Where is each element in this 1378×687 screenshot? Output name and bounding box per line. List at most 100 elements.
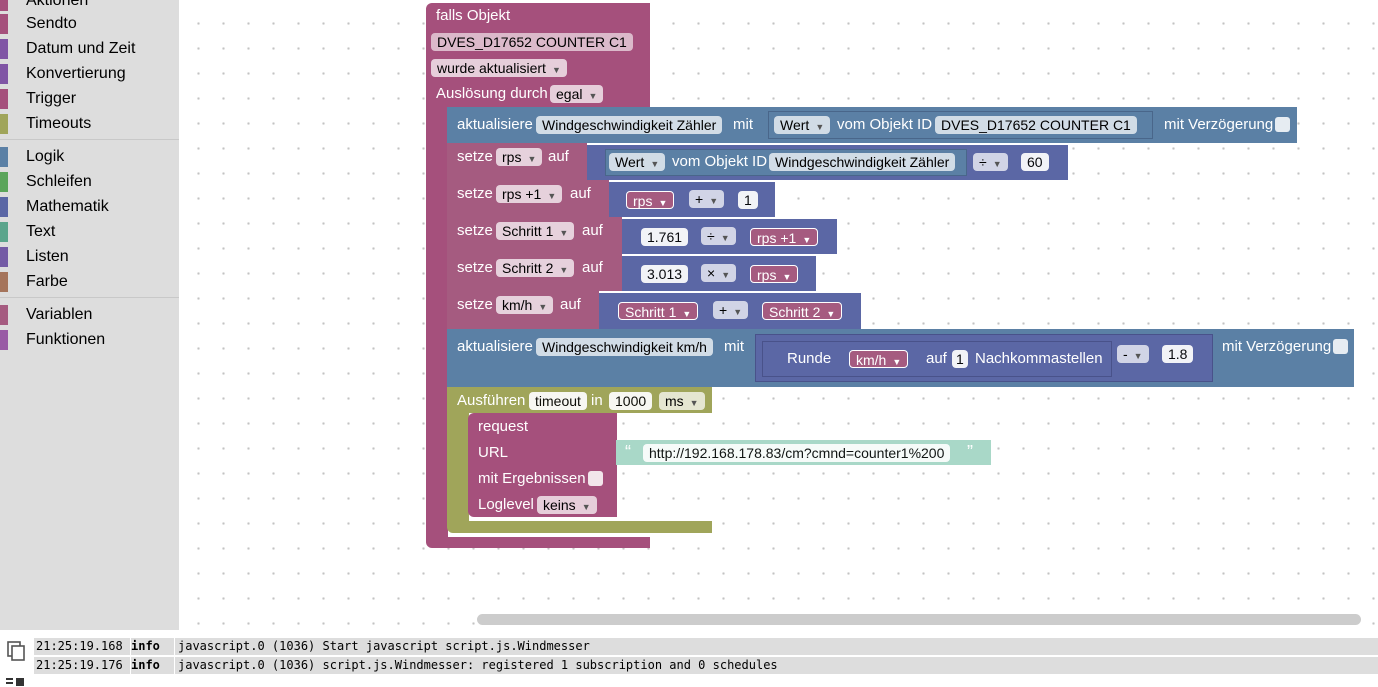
toolbox-category-schleifen[interactable]: Schleifen [0, 171, 179, 193]
var-rps[interactable]: rps▼ [626, 191, 675, 209]
toolbox-category-farbe[interactable]: Farbe [0, 271, 179, 293]
category-label: Konvertierung [26, 65, 126, 82]
dropdown-text: × [707, 265, 716, 281]
digits-field[interactable]: 1 [952, 350, 968, 368]
category-label: Funktionen [26, 331, 106, 348]
toolbox-category-funktionen[interactable]: Funktionen [0, 329, 179, 351]
trigger-block-bottom [426, 537, 650, 548]
dropdown-text: DVES_D17652 COUNTER C1 [941, 117, 1131, 133]
var-dropdown-rps1[interactable]: rps +1▼ [496, 185, 563, 203]
request-title: request [478, 418, 529, 435]
dropdown-text: Schritt 1 [502, 223, 554, 239]
toolbox-category-sendto[interactable]: Sendto [0, 13, 179, 35]
toolbox-category-trigger[interactable]: Trigger [0, 88, 179, 110]
category-color-bar [0, 330, 8, 350]
update-target-dropdown[interactable]: Windgeschwindigkeit Zähler [536, 116, 723, 134]
trigger-object-id[interactable]: DVES_D17652 COUNTER C1 [431, 33, 633, 51]
delay-checkbox[interactable] [1333, 339, 1348, 354]
var-schritt2[interactable]: Schritt 2▼ [762, 302, 843, 320]
var-dropdown-rps[interactable]: rps ▼ [496, 148, 543, 166]
category-label: Sendto [26, 15, 77, 32]
blockly-workspace[interactable]: falls Objekt DVES_D17652 COUNTER C1 wurd… [179, 0, 1378, 630]
source-object-id[interactable]: DVES_D17652 COUNTER C1 [935, 116, 1137, 134]
operator-dropdown[interactable]: +▼ [689, 190, 725, 208]
source-object-id[interactable]: Windgeschwindigkeit Zähler [769, 153, 956, 171]
math-round-block[interactable] [762, 341, 1112, 377]
category-label: Schleifen [26, 173, 92, 190]
update-target-dropdown[interactable]: Windgeschwindigkeit km/h [536, 338, 713, 356]
wert-dropdown[interactable]: Wert ▼ [609, 153, 666, 171]
toolbox-category-listen[interactable]: Listen [0, 246, 179, 268]
open-quote-icon: “ [625, 442, 631, 462]
chevron-down-icon: ▼ [547, 191, 557, 201]
wert-dropdown[interactable]: Wert▼ [774, 116, 831, 134]
ausloesung-dropdown[interactable]: egal▼ [550, 85, 604, 103]
operator-dropdown[interactable]: ÷▼ [973, 153, 1008, 171]
menu-icon[interactable] [6, 676, 28, 687]
chevron-down-icon: ▼ [527, 154, 537, 164]
number-field[interactable]: 1 [738, 191, 758, 209]
nachkomma-label: Nachkommastellen [975, 350, 1103, 367]
number-field[interactable]: 3.013 [641, 265, 689, 283]
number-field[interactable]: 1.761 [641, 228, 689, 246]
category-label: Mathematik [26, 198, 109, 215]
var-dropdown-schritt1[interactable]: Schritt 1▼ [496, 222, 575, 240]
timeout-name-field[interactable]: timeout [529, 392, 587, 410]
operator-dropdown[interactable]: ×▼ [701, 264, 737, 282]
category-color-bar [0, 197, 8, 217]
var-rps1[interactable]: rps +1▼ [750, 228, 819, 246]
toolbox-category-variablen[interactable]: Variablen [0, 304, 179, 326]
horizontal-scrollbar[interactable] [477, 614, 1361, 625]
setze-label: setze [457, 148, 493, 165]
timeout-value-field[interactable]: 1000 [609, 392, 653, 410]
log-row: 21:25:19.176 info javascript.0 (1036) sc… [34, 657, 1378, 674]
chevron-down-icon: ▼ [650, 159, 660, 169]
number-field[interactable]: 1.8 [1162, 345, 1194, 363]
runde-label: Runde [787, 350, 832, 367]
toolbox-category-datum[interactable]: Datum und Zeit [0, 38, 179, 60]
object-id-text: DVES_D17652 COUNTER C1 [437, 34, 627, 50]
dropdown-text: ms [665, 393, 684, 409]
number-field[interactable]: 60 [1021, 153, 1049, 171]
toolbox-category-aktionen[interactable]: Aktionen [0, 0, 179, 12]
dropdown-text: Wert [615, 154, 645, 170]
dropdown-text: rps [502, 149, 522, 165]
timeout-block-spine [447, 413, 469, 521]
toolbox-category-mathematik[interactable]: Mathematik [0, 196, 179, 218]
trigger-event-dropdown[interactable]: wurde aktualisiert▼ [431, 59, 567, 77]
chevron-down-icon: ▼ [682, 309, 692, 319]
var-rps[interactable]: rps▼ [750, 265, 799, 283]
delay-checkbox[interactable] [1275, 117, 1290, 132]
var-schritt1[interactable]: Schritt 1▼ [618, 302, 699, 320]
trigger-block[interactable] [426, 3, 650, 107]
category-label: Variablen [26, 306, 93, 323]
operator-dropdown[interactable]: +▼ [713, 301, 749, 319]
loglevel-dropdown[interactable]: keins▼ [537, 496, 597, 514]
chevron-down-icon: ▼ [689, 398, 699, 408]
results-checkbox[interactable] [588, 471, 603, 486]
toolbox-category-text[interactable]: Text [0, 221, 179, 243]
var-kmh[interactable]: km/h▼ [849, 350, 909, 368]
dropdown-text: keins [543, 497, 576, 513]
dropdown-text: rps +1 [757, 230, 797, 246]
timeout-label: Ausführen [457, 392, 526, 409]
timeout-unit-dropdown[interactable]: ms ▼ [659, 392, 705, 410]
auf-label: auf [548, 148, 569, 165]
vom-objekt-label: vom Objekt ID [837, 116, 933, 133]
toolbox-category-konvertierung[interactable]: Konvertierung [0, 63, 179, 85]
category-color-bar [0, 39, 8, 59]
url-label: URL [478, 444, 509, 461]
delay-label: mit Verzögerung [1222, 338, 1332, 355]
toolbox-separator [0, 297, 179, 298]
toolbox-category-logik[interactable]: Logik [0, 146, 179, 168]
operator-dropdown[interactable]: -▼ [1117, 345, 1149, 363]
toolbox-category-timeouts[interactable]: Timeouts [0, 113, 179, 135]
operator-dropdown[interactable]: ÷▼ [701, 227, 736, 245]
var-dropdown-kmh[interactable]: km/h▼ [496, 296, 554, 314]
category-color-bar [0, 305, 8, 325]
category-color-bar [0, 247, 8, 267]
url-field[interactable]: http://192.168.178.83/cm?cmnd=counter1%2… [643, 444, 951, 462]
dropdown-text: ÷ [979, 154, 987, 170]
copy-log-button[interactable] [0, 632, 34, 672]
var-dropdown-schritt2[interactable]: Schritt 2▼ [496, 259, 575, 277]
